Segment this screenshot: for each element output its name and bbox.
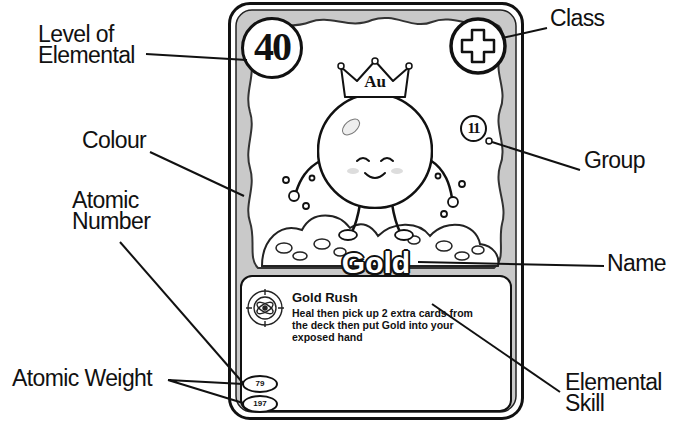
- leader-line: [168, 380, 243, 403]
- callout-label: Class: [550, 8, 670, 29]
- skill-name: Gold Rush: [292, 290, 358, 305]
- leader-line: [120, 242, 243, 383]
- skill-icon: [246, 289, 284, 327]
- leader-line: [502, 28, 547, 38]
- leader-end: [486, 138, 492, 144]
- atomic-number-oval: 79: [242, 375, 278, 393]
- callout-label: Elemental Skill: [565, 372, 685, 414]
- callout-label: Group: [584, 150, 684, 171]
- class-cross: [462, 30, 494, 62]
- callout-label: Level of Elemental: [38, 24, 150, 66]
- card-value: Gold: [231, 247, 521, 279]
- leader-lines: [120, 28, 604, 403]
- card-value: 197: [244, 398, 276, 410]
- group-badge: 11: [460, 115, 487, 142]
- callout-label: Atomic Number: [72, 190, 164, 232]
- callout-label: Atomic Weight: [12, 368, 212, 389]
- card-value: 40: [244, 22, 300, 72]
- card-value: 11: [462, 118, 485, 138]
- crown-jewels: [338, 58, 412, 69]
- callout-label: Colour: [82, 130, 182, 151]
- leader-line: [146, 54, 247, 60]
- skill-description: Heal then pick up 2 extra cards from the…: [292, 307, 474, 343]
- gold-nugget-body: [318, 94, 432, 208]
- colour-frame: [236, 10, 516, 412]
- card-value: 79: [244, 378, 276, 390]
- card-frame: Gold 40 11 AuGold RushHeal then pick up 2 e…: [228, 2, 524, 420]
- cheeks: [347, 168, 403, 174]
- skill-box: Gold RushHeal then pick up 2 extra cards…: [240, 275, 512, 412]
- leader-line: [418, 262, 604, 266]
- callout-label: Name: [607, 253, 687, 274]
- atomic-weight-oval: 197: [242, 395, 278, 413]
- class-badge: [451, 19, 505, 73]
- face: [357, 158, 393, 178]
- leader-line: [492, 142, 580, 170]
- card-value: Au: [317, 72, 433, 92]
- leader-line: [150, 152, 244, 196]
- level-badge: 40: [241, 17, 303, 79]
- leader-line: [432, 304, 560, 392]
- element-character: Au: [317, 57, 433, 209]
- card-fill: [229, 3, 523, 419]
- shine: [339, 116, 362, 138]
